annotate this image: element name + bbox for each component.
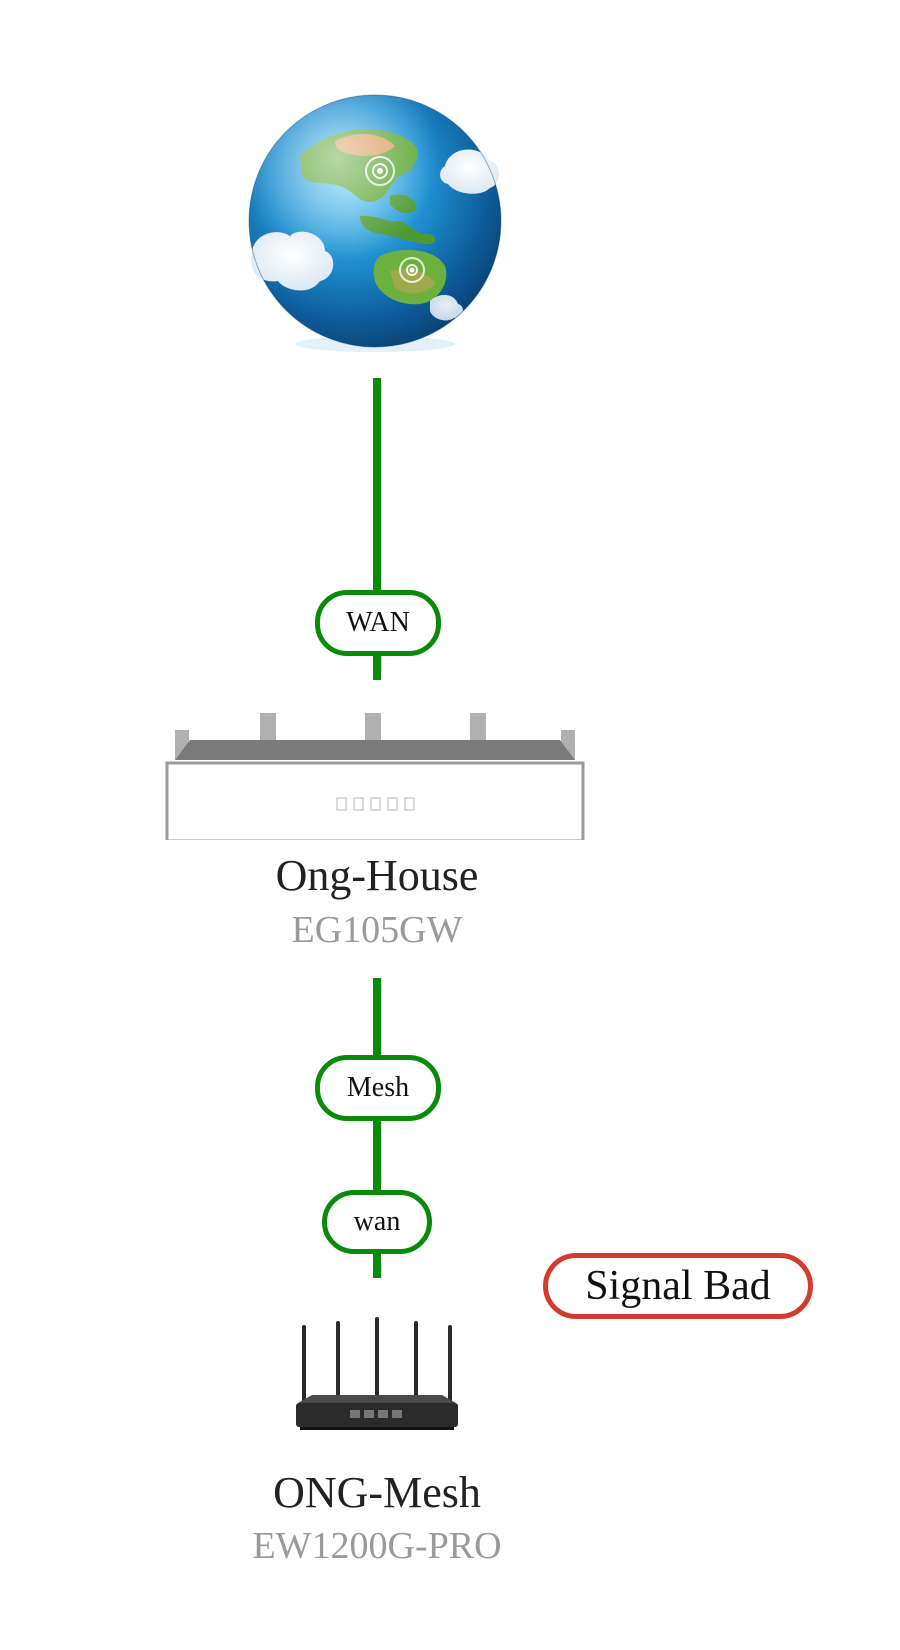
globe-icon (248, 94, 502, 352)
mesh-router-device[interactable] (292, 1315, 462, 1435)
mesh-node-model: EW1200G-PRO (252, 1525, 502, 1567)
mesh-wan-port-label[interactable]: wan (322, 1190, 432, 1254)
gateway-device-icon (165, 713, 585, 843)
mesh-link-line (373, 978, 381, 1278)
internet-globe[interactable] (240, 86, 510, 356)
wan-link-line (373, 378, 381, 680)
mesh-port-label[interactable]: Mesh (315, 1055, 441, 1121)
gateway-device[interactable] (165, 705, 585, 843)
gateway-name: Ong-House (275, 851, 479, 900)
gateway-model: EG105GW (291, 909, 463, 951)
mesh-port-text: Mesh (346, 1072, 410, 1103)
mesh-wan-port-text: wan (353, 1206, 401, 1237)
mesh-node-name: ONG-Mesh (273, 1468, 481, 1517)
wireless-router-icon (296, 1317, 458, 1430)
wan-port-text: WAN (346, 607, 410, 638)
signal-status-badge[interactable]: Signal Bad (543, 1253, 813, 1319)
signal-status-text: Signal Bad (585, 1263, 771, 1309)
wan-port-label[interactable]: WAN (315, 590, 441, 656)
